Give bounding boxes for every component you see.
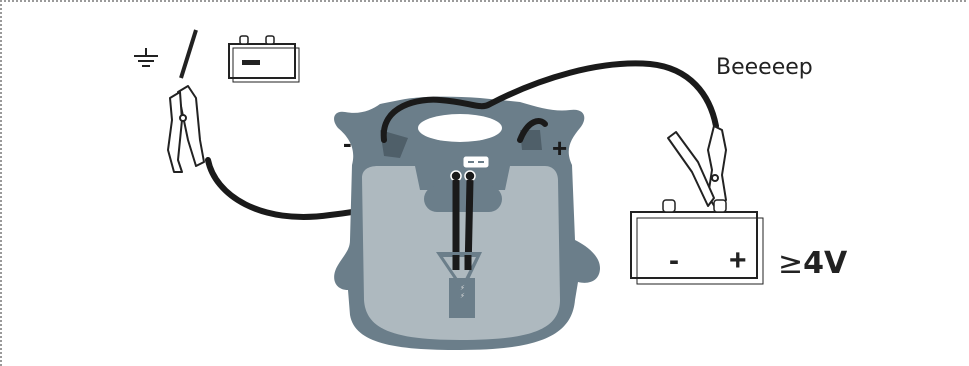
battery-plus-label: + [729,244,747,277]
or-slash [179,29,198,79]
svg-text:⚡: ⚡ [460,284,465,292]
booster-plus-label: + [552,133,567,163]
svg-text:⚡: ⚡ [460,292,465,300]
small-battery-icon [228,35,300,83]
positive-cable [380,60,719,143]
booster-body: ⚡ ⚡ [334,96,600,350]
voltage-label: ≥4V [778,246,847,281]
positive-clamp-icon [667,125,727,213]
battery-icon [630,199,764,285]
battery-minus-label: - [669,244,679,277]
greater-equal-symbol: ≥ [778,246,804,281]
beep-label: Beeeeep [716,55,813,80]
voltage-value: 4V [803,246,848,281]
negative-clamp-icon [167,85,205,173]
ground-icon [134,48,158,67]
booster-minus-label: - [343,128,352,158]
